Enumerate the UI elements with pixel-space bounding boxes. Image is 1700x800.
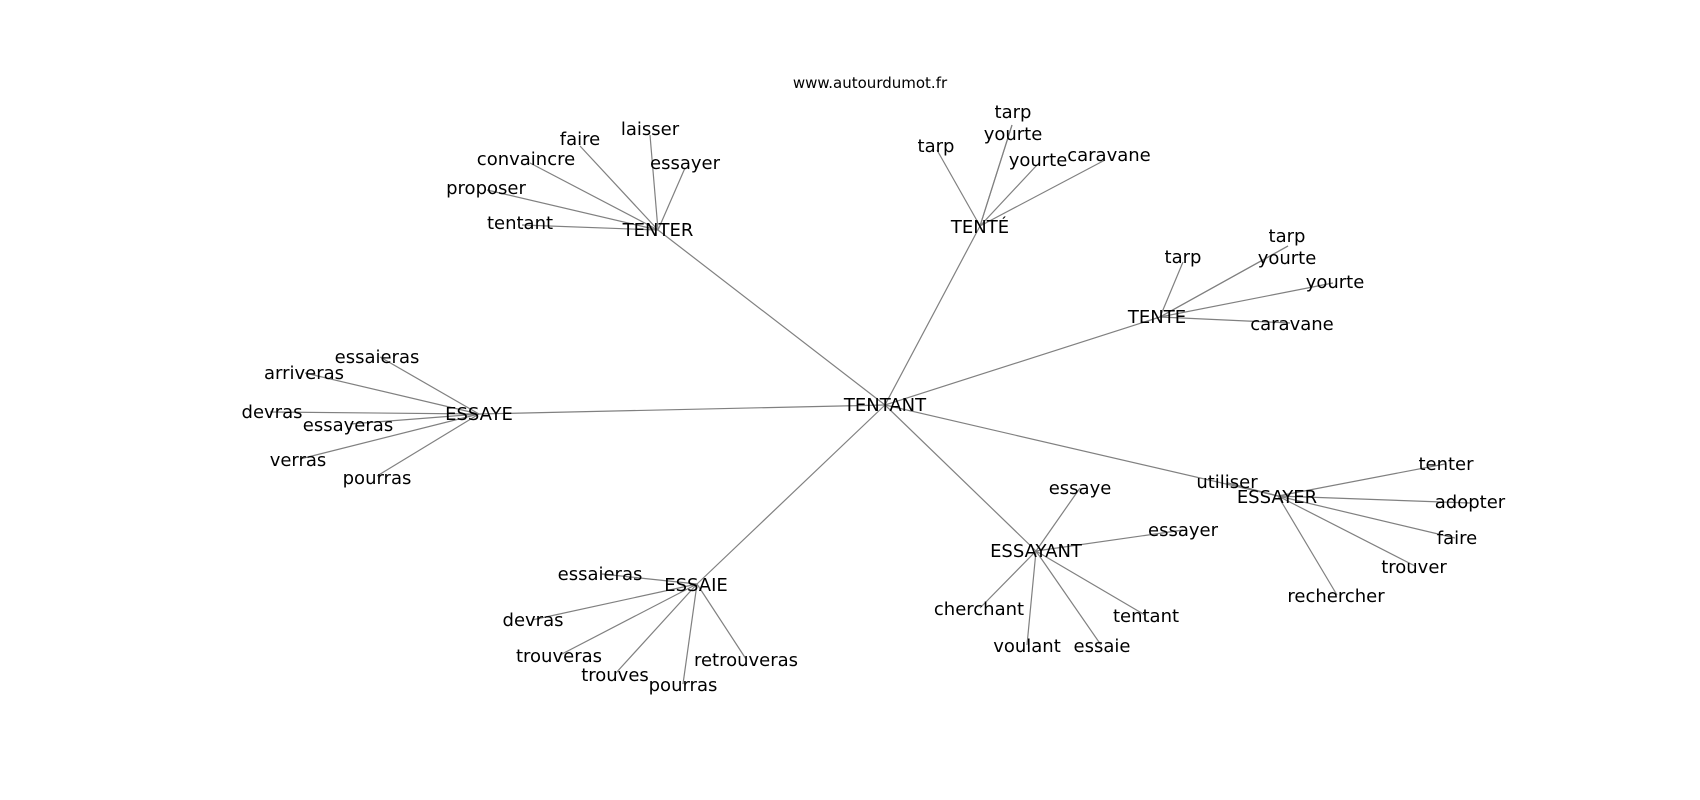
node-hub-tente-accent: TENTÉ [950, 216, 1009, 238]
node-leaf-tenter: tenter [1418, 454, 1474, 475]
node-leaf-yourte: yourte [984, 124, 1043, 145]
edge-essaie-pourras [682, 583, 698, 685]
edge-essayer-faire [1277, 495, 1456, 539]
node-leaf-yourte: yourte [1258, 248, 1317, 269]
edge-tenter-convaincre [529, 162, 659, 231]
node-leaf-tarp: tarp [995, 102, 1032, 123]
edge-tente-tarp-2 [1159, 245, 1289, 318]
node-leaf-pourras: pourras [343, 468, 412, 489]
edge-center-essaye [478, 404, 886, 415]
node-hub-essayant: ESSAYANT [990, 541, 1083, 562]
node-leaf-rechercher: rechercher [1287, 586, 1385, 607]
edge-center-essayant [884, 404, 1037, 552]
edge-essayant-tentant [1035, 550, 1146, 616]
edge-essayant-voulant [1026, 550, 1037, 646]
edge-tente-accent-caravane [979, 159, 1106, 227]
edge-essayer-tenter [1277, 463, 1446, 497]
node-leaf-laisser: laisser [621, 119, 680, 140]
edge-tente-yourte-2 [1159, 282, 1334, 318]
site-url: www.autourdumot.fr [793, 74, 948, 92]
edge-essayant-essaye [1035, 487, 1081, 552]
node-leaf-convaincre: convaincre [477, 149, 575, 170]
node-leaf-verras: verras [270, 450, 327, 471]
edge-tenter-laisser [649, 134, 659, 231]
node-leaf-caravane: caravane [1067, 145, 1151, 166]
node-leaf-trouves: trouves [581, 665, 649, 686]
edge-tenter-essayer [657, 167, 686, 231]
node-leaf-pourras: pourras [649, 675, 718, 696]
edge-tenter-tentant [521, 224, 659, 231]
node-leaf-voulant: voulant [993, 636, 1061, 657]
edge-essayant-essaie [1035, 550, 1102, 646]
edge-tente-caravane [1159, 316, 1291, 324]
node-leaf-essaie: essaie [1074, 636, 1131, 657]
edge-center-essayer [884, 404, 1279, 497]
node-leaf-essaye: essaye [1049, 478, 1112, 499]
edge-essaie-essaieras [601, 573, 698, 585]
node-leaf-faire: faire [560, 129, 600, 150]
edge-center-tente [884, 316, 1161, 406]
edge-essaie-trouves [614, 583, 698, 675]
node-leaf-yourte: yourte [1306, 272, 1365, 293]
node-leaf-tentant: tentant [487, 213, 553, 234]
node-leaf-cherchant: cherchant [934, 599, 1024, 620]
edge-essaye-essaieras [379, 356, 480, 415]
node-leaf-arriveras: arriveras [264, 363, 344, 384]
edge-essayer-trouver [1277, 495, 1416, 567]
node-leaf-proposer: proposer [446, 178, 526, 199]
node-leaf-faire: faire [1437, 528, 1477, 549]
edge-tenter-proposer [486, 189, 659, 231]
node-leaf-trouveras: trouveras [516, 646, 602, 667]
edge-center-essaie [696, 404, 886, 585]
edge-essaye-verras [299, 413, 480, 460]
node-leaf-essaieras: essaieras [558, 564, 643, 585]
node-hub-tenter: TENTER [622, 220, 694, 241]
node-leaf-tarp: tarp [1165, 247, 1202, 268]
edge-essaie-trouveras [559, 583, 698, 656]
node-leaf-tarp: tarp [1269, 226, 1306, 247]
node-leaf-tentant: tentant [1113, 606, 1179, 627]
edge-essayant-essayer [1035, 529, 1184, 552]
node-leaf-utiliser: utiliser [1196, 472, 1258, 493]
node-leaf-retrouveras: retrouveras [694, 650, 798, 671]
edge-tente-accent-yourte-2 [979, 164, 1038, 227]
edge-tente-tarp-1 [1159, 261, 1184, 318]
node-leaf-essayer: essayer [1148, 520, 1219, 541]
graph-edges [269, 124, 1471, 685]
node-hub-essayer: ESSAYER [1237, 487, 1317, 508]
node-hub-essaie: ESSAIE [664, 575, 728, 596]
node-hub-tente: TENTE [1127, 307, 1186, 328]
edge-essaye-arriveras [304, 372, 480, 415]
node-leaf-yourte: yourte [1009, 150, 1068, 171]
graph-labels: www.autourdumot.fr TENTANT TENTER laisse… [242, 74, 1506, 696]
node-leaf-devras: devras [503, 610, 564, 631]
edge-essayant-cherchant [979, 550, 1037, 609]
node-leaf-adopter: adopter [1435, 492, 1506, 513]
edge-essayer-adopter [1277, 495, 1471, 504]
node-leaf-essayeras: essayeras [303, 415, 393, 436]
node-leaf-trouver: trouver [1381, 557, 1447, 578]
edge-essayer-utiliser [1227, 482, 1279, 497]
edge-essayer-rechercher [1277, 495, 1338, 596]
edge-tente-accent-tarp-1 [936, 149, 981, 227]
edge-tente-accent-tarp-2 [979, 124, 1013, 227]
node-hub-essaye: ESSAYE [445, 404, 513, 425]
node-leaf-essaieras: essaieras [335, 347, 420, 368]
edge-center-tente-accent [884, 225, 981, 406]
edge-essaie-devras [531, 583, 698, 621]
node-leaf-essayer: essayer [650, 153, 721, 174]
node-leaf-tarp: tarp [918, 136, 955, 157]
edge-center-tenter [657, 229, 886, 406]
node-leaf-caravane: caravane [1250, 314, 1334, 335]
edge-essaye-essayeras [349, 413, 480, 425]
edge-essaye-pourras [376, 413, 480, 477]
edge-essaie-retrouveras [696, 583, 747, 660]
edge-tenter-faire [579, 145, 659, 231]
edge-essaye-devras [269, 411, 480, 415]
node-leaf-devras: devras [242, 402, 303, 423]
node-center: TENTANT [843, 395, 927, 416]
